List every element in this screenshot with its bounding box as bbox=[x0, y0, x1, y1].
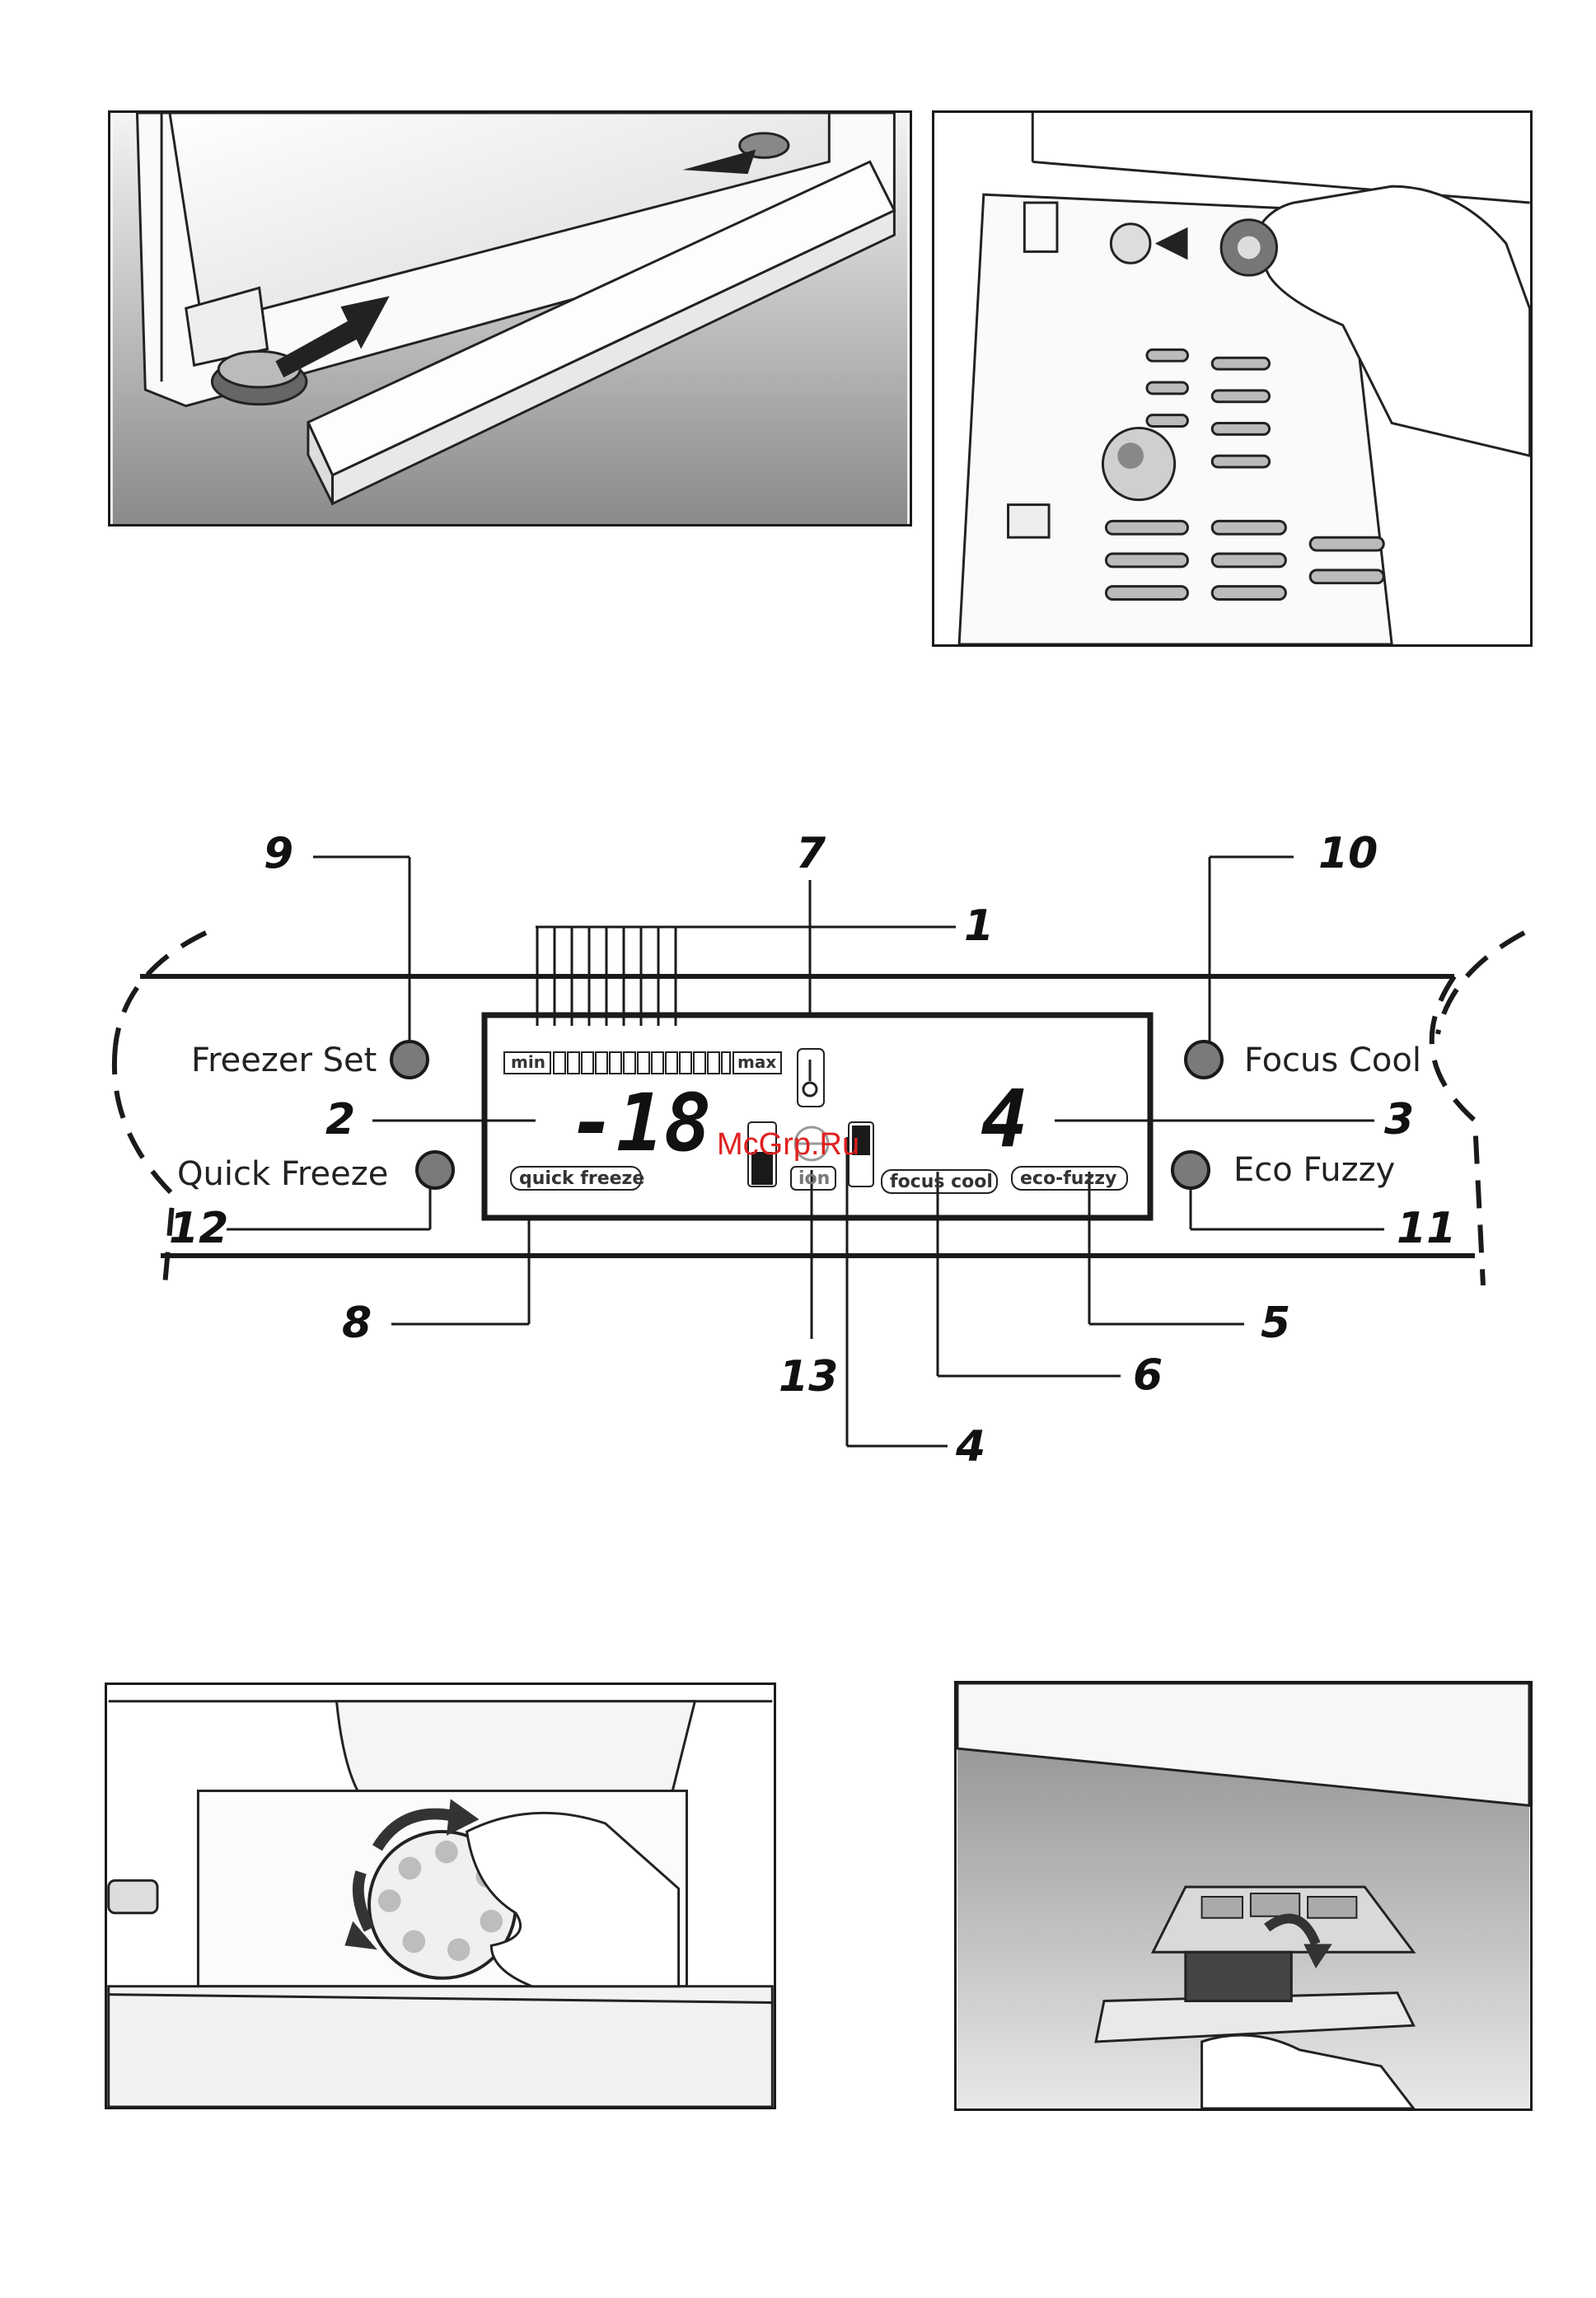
watermark: McGrp.Ru bbox=[717, 1127, 859, 1163]
callout-12: 12 bbox=[169, 1207, 228, 1250]
freezer-set-label: Freezer Set bbox=[191, 1044, 377, 1077]
callout-5: 5 bbox=[1261, 1302, 1290, 1345]
callout-7: 7 bbox=[796, 832, 826, 875]
callout-11: 11 bbox=[1397, 1207, 1456, 1250]
callout-1: 1 bbox=[964, 905, 994, 948]
eco-fuzzy-indicator: eco-fuzzy bbox=[1020, 1170, 1116, 1188]
callout-9: 9 bbox=[264, 832, 293, 875]
focus-cool-label: Focus Cool bbox=[1244, 1044, 1421, 1077]
focus-cool-indicator: focus cool bbox=[890, 1173, 993, 1191]
eco-fuzzy-label: Eco Fuzzy bbox=[1233, 1154, 1395, 1186]
plinth-drawing bbox=[110, 113, 910, 524]
callout-8: 8 bbox=[342, 1302, 372, 1345]
callout-2: 2 bbox=[325, 1098, 355, 1141]
quick-freeze-label: Quick Freeze bbox=[177, 1158, 388, 1191]
illustration-ceiling-filter bbox=[954, 1681, 1533, 2111]
illustration-plinth-install bbox=[108, 110, 912, 527]
rear-filter-drawing bbox=[934, 113, 1530, 644]
callout-3: 3 bbox=[1384, 1098, 1414, 1141]
ceiling-filter-drawing bbox=[957, 1683, 1530, 2108]
scale-min-label: min bbox=[511, 1054, 545, 1070]
ion-indicator: ion bbox=[798, 1170, 830, 1188]
callout-6: 6 bbox=[1133, 1354, 1163, 1397]
scale-max-label: max bbox=[737, 1054, 776, 1070]
illustration-rear-filter bbox=[932, 110, 1533, 647]
callout-4: 4 bbox=[956, 1425, 985, 1468]
fridge-temp-readout: 4 bbox=[981, 1079, 1028, 1158]
freezer-temp-readout: -18 bbox=[569, 1083, 711, 1163]
illustration-dial-rotate bbox=[105, 1683, 776, 2109]
quick-freeze-indicator: quick freeze bbox=[519, 1170, 644, 1188]
callout-10: 10 bbox=[1318, 832, 1378, 875]
callout-13: 13 bbox=[779, 1355, 838, 1398]
dial-drawing bbox=[107, 1685, 774, 2107]
